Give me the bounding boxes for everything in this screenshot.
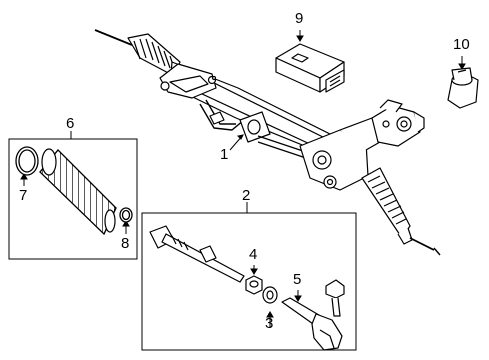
outer-tie-rod-end-part (281, 279, 345, 351)
callout-9: 9 (295, 10, 304, 27)
rack-motor-assembly (299, 117, 381, 191)
rack-left-mount (159, 63, 217, 99)
callout-6: 6 (66, 115, 75, 132)
relay-connector-part (447, 67, 479, 109)
callout-2: 2 (242, 187, 251, 204)
control-module-part (275, 43, 345, 93)
boot-kit-box (8, 138, 138, 260)
bellows-boot-part (39, 148, 117, 236)
callout-10: 10 (453, 36, 470, 53)
callout-8: 8 (121, 235, 130, 252)
boot-clamp-ring-7 (15, 146, 39, 176)
nut-3 (262, 286, 278, 304)
callout-5: 5 (293, 271, 302, 288)
rack-valve-body (371, 99, 425, 147)
callout-4: 4 (249, 246, 258, 263)
small-clamp-ring-8 (119, 207, 133, 223)
rack-right-boot (361, 167, 413, 245)
inner-tie-rod-part (149, 225, 245, 283)
callout-1: 1 (220, 146, 229, 163)
rack-clamp (239, 111, 271, 143)
rack-left-boot (127, 33, 181, 77)
lock-nut-4 (245, 275, 263, 295)
callout-3: 3 (265, 315, 274, 332)
tie-rod-kit-box (141, 212, 357, 351)
steering-rack-part (94, 29, 441, 256)
callout-7: 7 (19, 187, 28, 204)
